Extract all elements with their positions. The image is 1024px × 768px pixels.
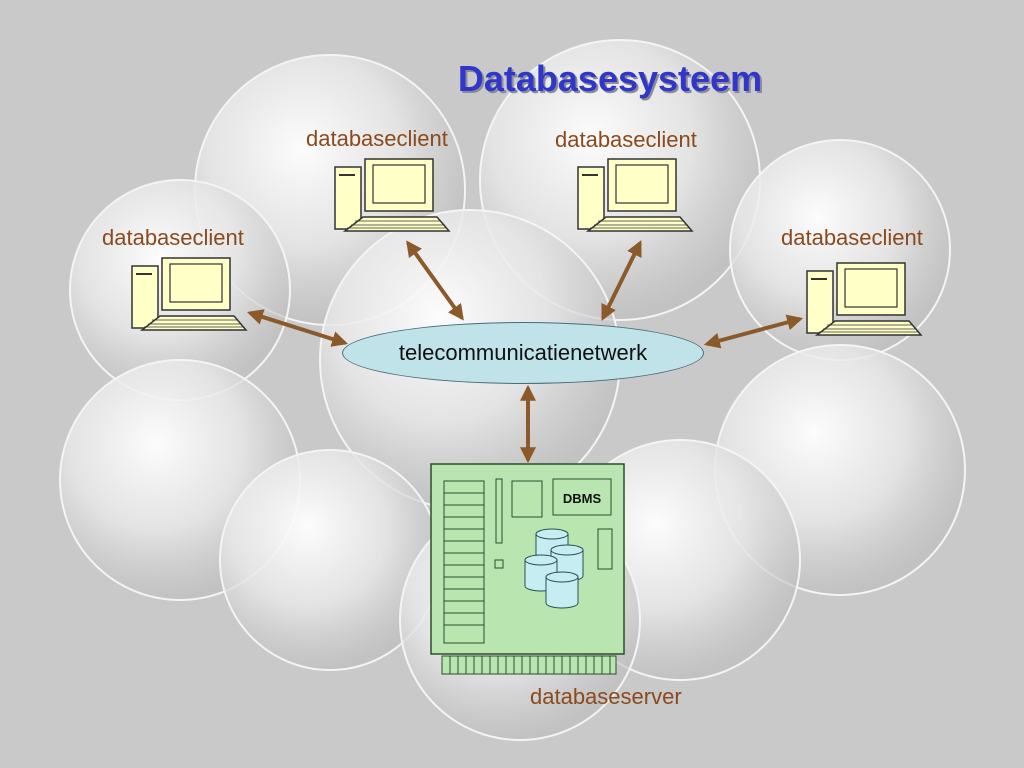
server-board-icon: DBMS xyxy=(430,463,625,675)
arrow-client-left xyxy=(246,309,349,347)
client-label-left: databaseclient xyxy=(102,225,244,250)
network-label: telecommunicatienetwerk xyxy=(398,340,648,365)
database-cylinders-icon xyxy=(524,528,584,609)
network-node: telecommunicatienetwerk xyxy=(342,322,704,384)
server-label: databaseserver xyxy=(530,684,682,709)
desktop-computer-icon xyxy=(577,158,694,232)
client-label-top-right: databaseclient xyxy=(555,127,697,152)
desktop-computer-icon xyxy=(806,262,923,336)
arrow-client-right xyxy=(703,314,804,349)
dbms-label: DBMS xyxy=(563,491,602,506)
arrow-client-center-left xyxy=(406,240,464,321)
desktop-computer-icon xyxy=(131,257,248,331)
memory-slots xyxy=(443,480,485,644)
arrow-client-center-right xyxy=(601,240,642,321)
client-label-top-left: databaseclient xyxy=(306,126,448,151)
desktop-computer-icon xyxy=(334,158,451,232)
client-label-right: databaseclient xyxy=(781,225,923,250)
slide-title: Databasesysteem xyxy=(457,58,763,99)
